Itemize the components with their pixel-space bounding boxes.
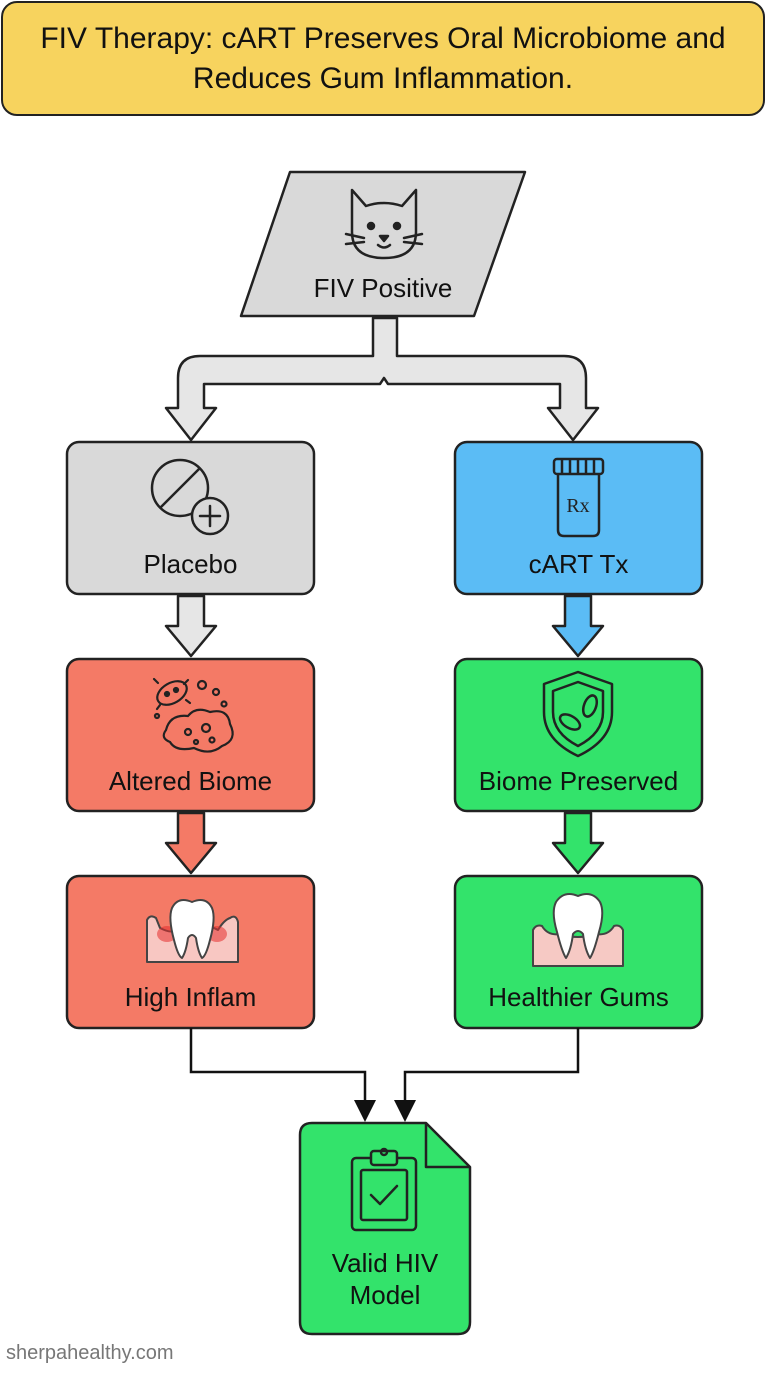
result-label: Valid HIV Model	[300, 1247, 470, 1311]
cart-arrow	[551, 594, 605, 658]
altered-arrow	[164, 811, 218, 875]
healthier-label: Healthier Gums	[488, 982, 669, 1012]
document-fold	[424, 1123, 470, 1169]
result-label-line2: Model	[349, 1280, 421, 1310]
shield-icon	[542, 670, 614, 758]
watermark: sherpahealthy.com	[6, 1342, 174, 1364]
placebo-label: Placebo	[143, 549, 238, 579]
cart-node	[453, 440, 704, 596]
right-merge-arrowhead	[394, 1100, 416, 1122]
result-label-line1: Valid HIV	[331, 1248, 439, 1278]
preserved-arrow	[551, 811, 605, 875]
cart-label: cART Tx	[528, 549, 629, 579]
left-merge-arrowhead	[354, 1100, 376, 1122]
preserved-label: Biome Preserved	[478, 766, 679, 796]
rx-bottle-icon	[552, 457, 605, 538]
cat-icon	[344, 188, 424, 260]
result-node	[298, 1121, 472, 1336]
clipboard-check-icon	[350, 1147, 418, 1232]
start-label: FIV Positive	[313, 273, 453, 303]
bacteria-icon	[152, 677, 234, 753]
start-node	[239, 170, 527, 318]
split-arrow	[164, 316, 600, 442]
placebo-node	[65, 440, 316, 596]
high-inflam-label: High Inflam	[124, 982, 257, 1012]
pill-plus-icon	[150, 458, 230, 536]
preserved-node	[453, 657, 704, 813]
title-banner: FIV Therapy: cART Preserves Oral Microbi…	[1, 1, 765, 116]
page-title: FIV Therapy: cART Preserves Oral Microbi…	[40, 21, 726, 95]
healthy-tooth-icon	[532, 893, 624, 967]
placebo-arrow	[164, 594, 218, 658]
merge-connectors	[189, 1028, 580, 1104]
rx-label: Rx	[566, 495, 589, 517]
altered-label: Altered Biome	[108, 766, 273, 796]
inflamed-tooth-icon	[146, 899, 239, 963]
